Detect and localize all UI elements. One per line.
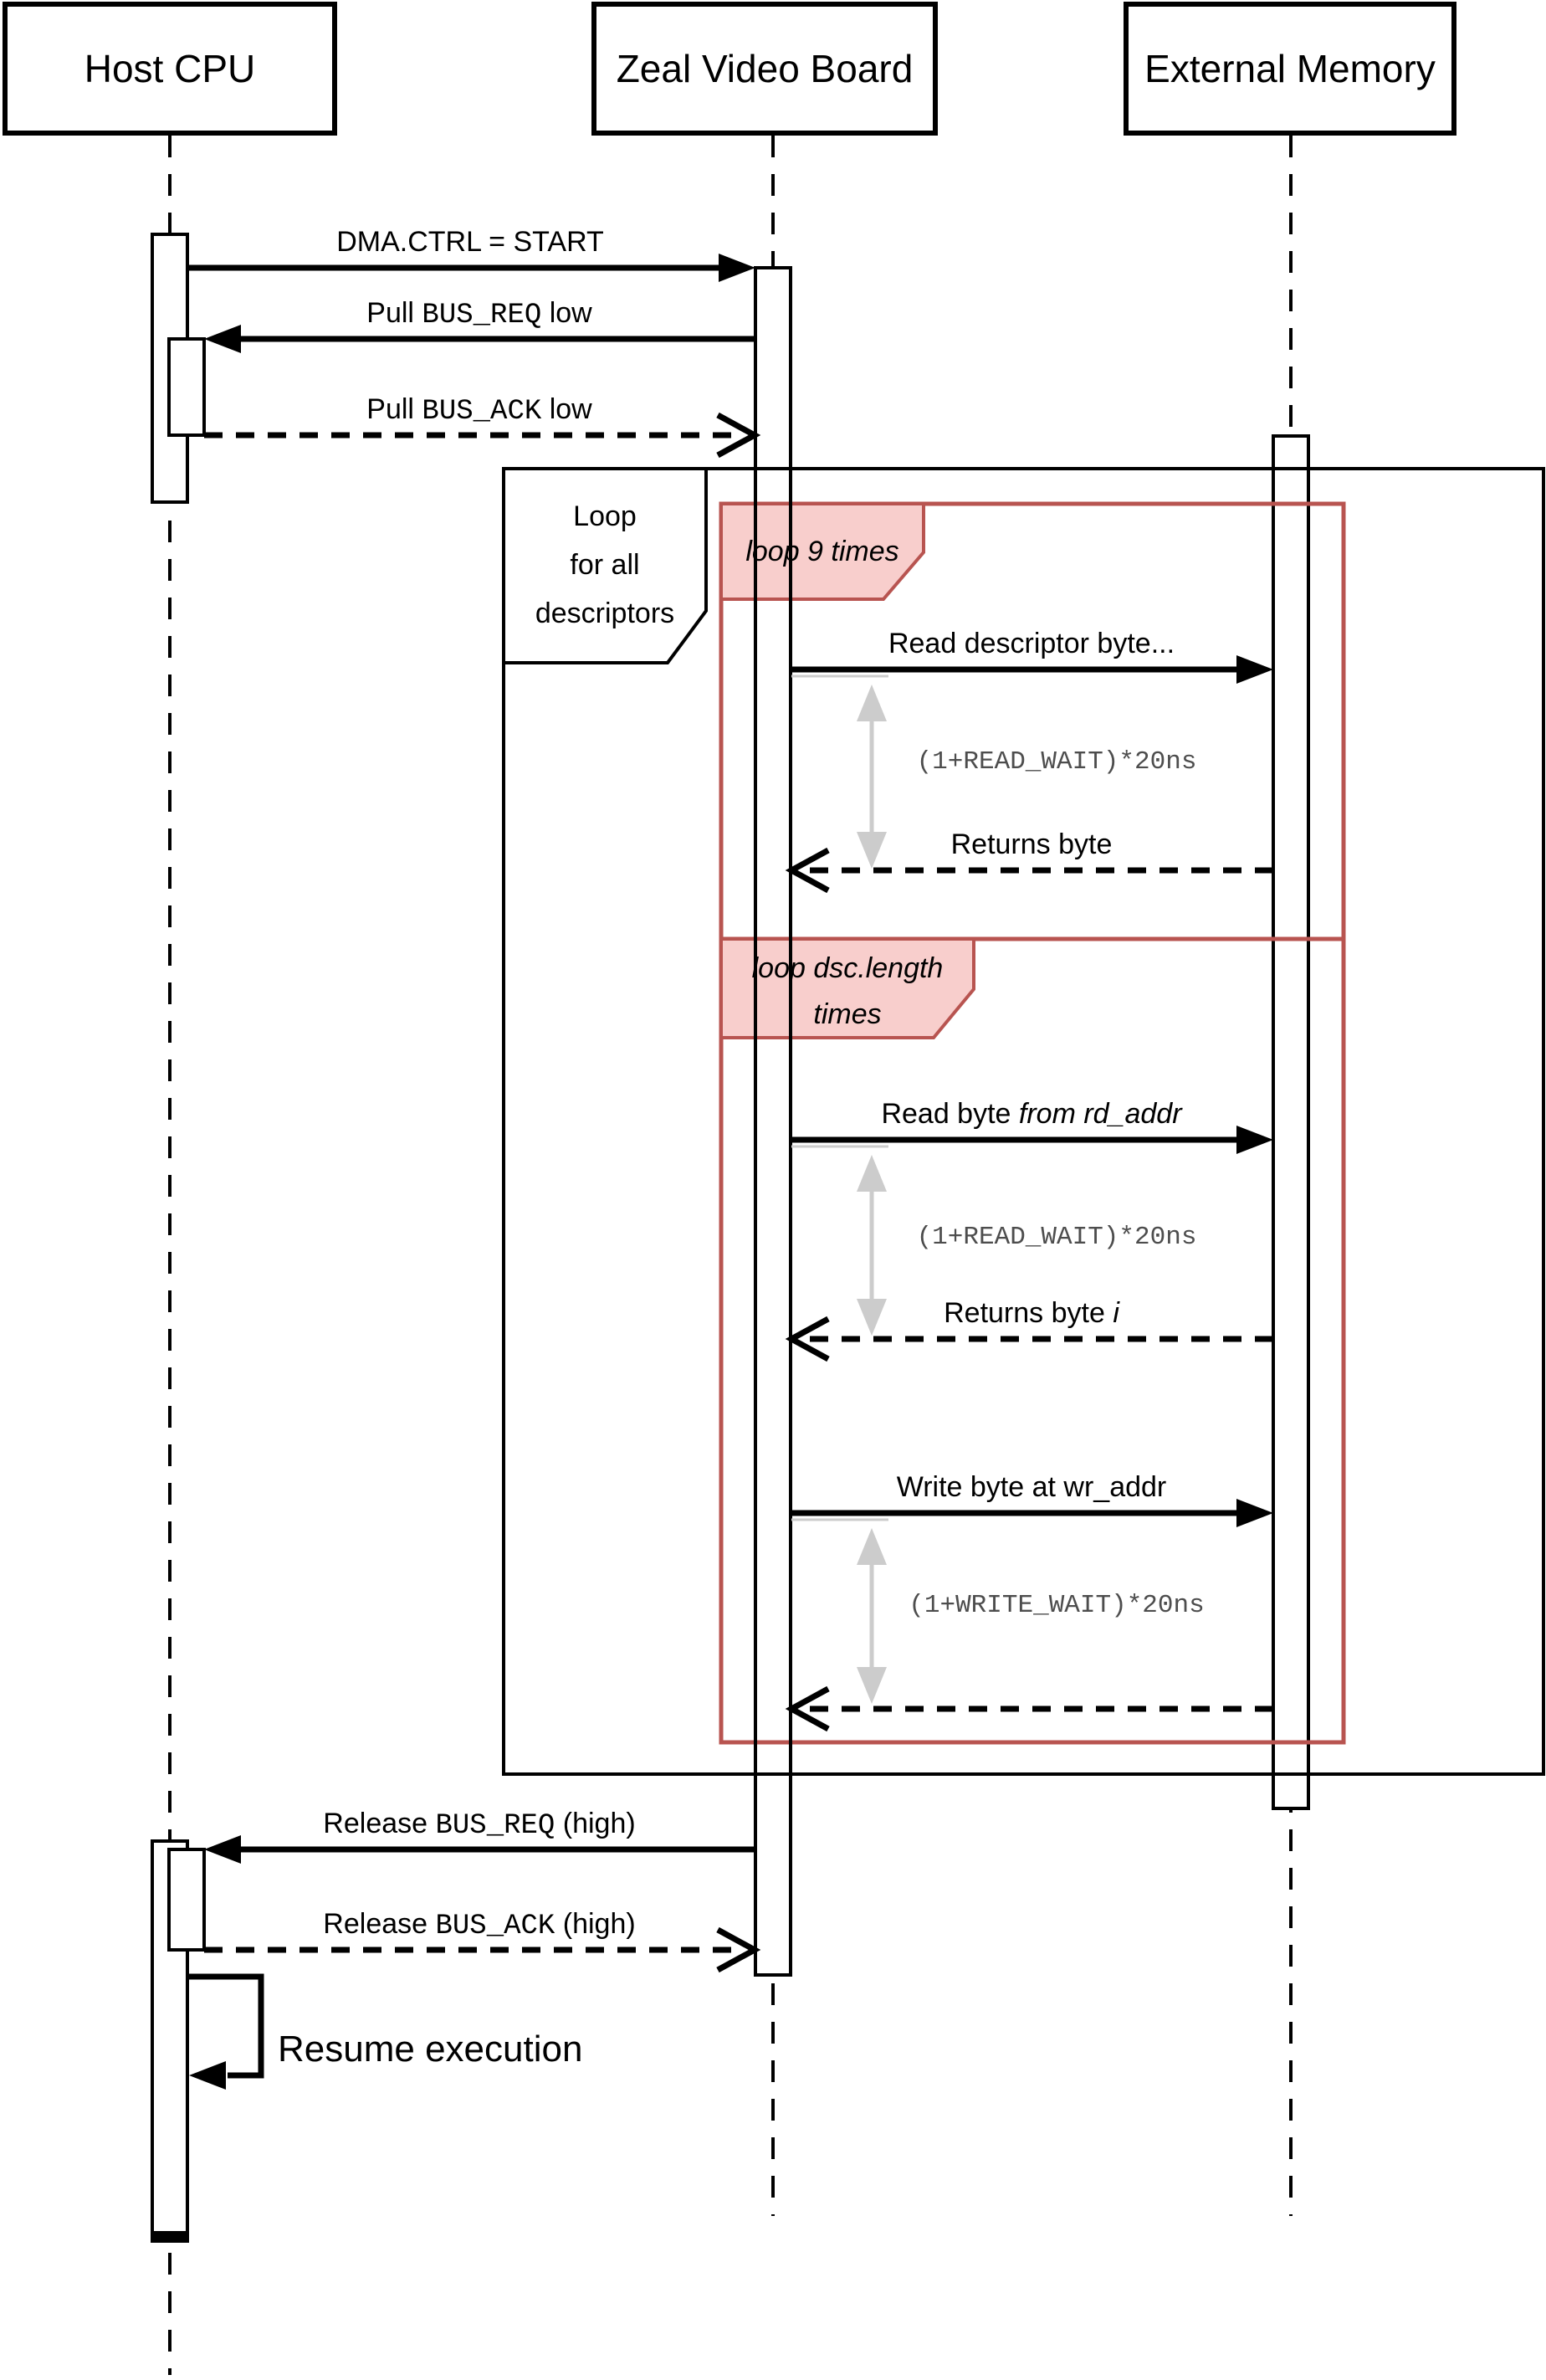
actor-external-memory-title: External Memory: [1144, 47, 1436, 90]
actor-external-memory: External Memory: [1124, 2, 1456, 136]
arrowhead-read-descriptor: [1236, 655, 1273, 684]
measure-b-arrowhead-up: [857, 1155, 887, 1192]
arrowhead-dma-start: [719, 254, 755, 282]
label-returns-byte-i: Returns byte i: [944, 1297, 1119, 1329]
arrowhead-pull-bus-ack: [716, 412, 761, 459]
arrowhead-read-byte: [1236, 1126, 1273, 1154]
arrow-resume-self-loop: [187, 1973, 264, 2079]
activation-zeal-outline: [754, 266, 792, 1977]
inner-loop-1-label: loop 9 times: [745, 535, 899, 567]
actor-host-cpu: Host CPU: [3, 2, 337, 136]
outer-loop-label: Loop for all descriptors: [504, 492, 706, 638]
arrowhead-resume: [189, 2061, 226, 2090]
inner-loop-frame-2: [719, 936, 1346, 1745]
actor-host-cpu-title: Host CPU: [84, 47, 256, 90]
inner-loop-frame-2-label-pentagon: [719, 937, 975, 1039]
activation-host-1-nested: [167, 337, 206, 437]
label-write-byte: Write byte at wr_addr: [896, 1471, 1167, 1503]
arrowhead-write-return: [785, 1685, 830, 1732]
label-write-wait: (1+WRITE_WAIT)*20ns: [909, 1591, 1205, 1620]
actor-zeal-video-board: Zeal Video Board: [591, 2, 938, 136]
inner-loop-2-label: loop dsc.length times: [721, 946, 974, 1038]
arrowhead-returns-byte-i: [785, 1316, 830, 1362]
activation-host-2-end-cap: [152, 2231, 187, 2241]
label-read-descriptor: Read descriptor byte...: [888, 628, 1175, 659]
measure-c-arrowhead-up: [857, 1528, 887, 1565]
inner-loop-2-label-line2: times: [813, 998, 882, 1030]
label-read-byte: Read byte from rd_addr: [881, 1098, 1182, 1130]
arrowhead-pull-bus-req: [204, 325, 241, 353]
activation-external-memory: [1272, 434, 1310, 1810]
arrowhead-release-bus-ack: [716, 1926, 761, 1973]
label-dma-start: DMA.CTRL = START: [336, 226, 604, 258]
inner-loop-2-label-line1: loop dsc.length: [751, 952, 944, 984]
label-resume-execution: Resume execution: [278, 2029, 583, 2070]
measure-a-arrowhead-up: [857, 685, 887, 721]
arrowhead-returns-byte: [785, 847, 830, 894]
label-release-bus-ack: Release BUS_ACK (high): [323, 1908, 636, 1942]
label-release-bus-req: Release BUS_REQ (high): [323, 1808, 636, 1842]
label-read-wait-1: (1+READ_WAIT)*20ns: [916, 747, 1197, 777]
label-pull-bus-ack: Pull BUS_ACK low: [366, 393, 592, 428]
label-read-wait-2: (1+READ_WAIT)*20ns: [916, 1223, 1197, 1252]
arrowhead-release-bus-req: [204, 1835, 241, 1864]
measure-b-arrowhead-down: [857, 1299, 887, 1336]
measure-a-arrowhead-down: [857, 832, 887, 869]
outer-loop-frame: [502, 467, 1545, 1776]
outer-loop-label-line1: Loop: [573, 500, 637, 532]
actor-zeal-video-board-title: Zeal Video Board: [616, 47, 914, 90]
arrowhead-write-byte: [1236, 1499, 1273, 1527]
label-returns-byte: Returns byte: [950, 828, 1113, 860]
label-pull-bus-req: Pull BUS_REQ low: [366, 297, 592, 331]
measure-c-arrowhead-down: [857, 1667, 887, 1704]
inner-loop-frame-1-label-pentagon: [719, 502, 925, 601]
outer-loop-label-line2: for all: [570, 549, 640, 581]
outer-loop-frame-label-pentagon: [502, 467, 708, 664]
outer-loop-label-line3: descriptors: [535, 598, 675, 629]
activation-host-2-nested: [167, 1848, 206, 1952]
